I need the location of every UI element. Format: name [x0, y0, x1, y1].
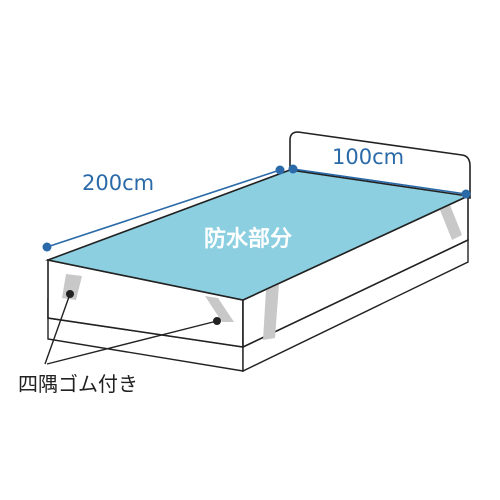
width-dimension-start-dot [288, 164, 298, 174]
length-dimension-line [46, 169, 281, 248]
length-dimension-end-dot [275, 165, 285, 175]
elastic-band-front-right-a [205, 296, 234, 322]
width-label: 100cm [332, 145, 404, 169]
width-dimension-end-dot [461, 189, 471, 199]
elastic-corners-label: 四隅ゴム付き [18, 372, 138, 396]
callout-line-right [46, 320, 218, 365]
callout-line-left [44, 293, 71, 365]
elastic-band-front-right-b [263, 284, 279, 340]
length-label: 200cm [82, 171, 154, 195]
headboard [289, 131, 471, 199]
elastic-band-back-right [440, 205, 462, 240]
waterproof-area-label: 防水部分 [204, 226, 292, 252]
width-dimension-line [292, 168, 467, 195]
length-dimension-start-dot [42, 242, 52, 252]
